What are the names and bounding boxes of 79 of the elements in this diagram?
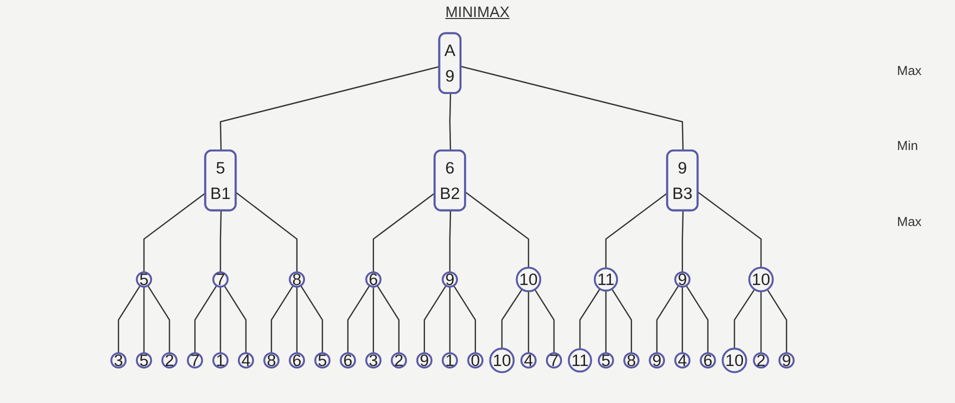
connector bbox=[296, 286, 298, 354]
connector bbox=[734, 288, 756, 349]
connector bbox=[270, 285, 294, 354]
connector bbox=[698, 192, 762, 268]
connector bbox=[147, 285, 170, 354]
connector bbox=[611, 288, 632, 354]
connector bbox=[372, 192, 436, 272]
connector bbox=[376, 285, 400, 354]
node-circle: 0 bbox=[467, 352, 484, 368]
node-circle: 10 bbox=[748, 266, 774, 292]
node-circle: 11 bbox=[594, 267, 618, 292]
connector bbox=[220, 286, 222, 354]
connector bbox=[300, 285, 324, 354]
node-circle: 7 bbox=[186, 352, 204, 368]
connector bbox=[220, 66, 440, 152]
connector bbox=[605, 192, 668, 268]
node-circle: 3 bbox=[365, 352, 382, 368]
node-circle: 5 bbox=[598, 352, 614, 368]
connector bbox=[534, 289, 555, 354]
node-circle: 8 bbox=[263, 352, 280, 368]
node-circle: 9 bbox=[674, 271, 690, 288]
node-circle: 1 bbox=[212, 352, 229, 368]
node-circle: 8 bbox=[288, 271, 306, 288]
connector bbox=[372, 286, 374, 354]
node-circle: 7 bbox=[212, 271, 229, 288]
connector bbox=[449, 286, 450, 354]
node-circle: 2 bbox=[390, 352, 407, 368]
node-circle: 4 bbox=[238, 352, 254, 368]
connector bbox=[686, 285, 709, 354]
connector bbox=[449, 210, 452, 272]
node-circle: 10 bbox=[489, 348, 515, 374]
node-circle: 5 bbox=[314, 352, 331, 368]
node-circle: 10 bbox=[722, 348, 748, 374]
connector bbox=[194, 285, 218, 354]
node-circle: 6 bbox=[700, 352, 716, 368]
connector bbox=[501, 288, 523, 349]
node-circle: 9 bbox=[648, 352, 665, 368]
level-label: Min bbox=[897, 138, 919, 154]
connector bbox=[766, 289, 788, 354]
node-circle: 6 bbox=[365, 271, 382, 288]
connector bbox=[656, 285, 680, 354]
node-circle: 11 bbox=[568, 348, 592, 372]
connector bbox=[118, 285, 141, 354]
connector bbox=[424, 285, 447, 354]
node-circle: 2 bbox=[752, 352, 770, 368]
level-label: Max bbox=[897, 63, 923, 78]
connector bbox=[682, 286, 684, 354]
node-circle: 4 bbox=[520, 352, 537, 368]
node-circle: 7 bbox=[546, 352, 562, 368]
connector bbox=[143, 286, 145, 354]
connector bbox=[220, 210, 222, 272]
connector bbox=[605, 290, 607, 354]
node-circle: 5 bbox=[136, 271, 152, 288]
connector bbox=[682, 210, 684, 272]
node-circle: 9 bbox=[778, 352, 795, 368]
node-circle: 5 bbox=[136, 352, 152, 368]
node-circle: 8 bbox=[623, 352, 640, 368]
connector bbox=[347, 285, 370, 354]
node-circle: 3 bbox=[110, 352, 127, 368]
node-circle: 9 bbox=[416, 352, 432, 368]
connector bbox=[528, 291, 530, 354]
node-circle: 9 bbox=[442, 271, 458, 288]
connector bbox=[449, 94, 452, 152]
connector bbox=[760, 291, 762, 354]
connector bbox=[460, 66, 684, 152]
node-circle: 4 bbox=[674, 352, 690, 368]
connector bbox=[465, 192, 530, 268]
connector bbox=[143, 192, 206, 272]
node-circle: 6 bbox=[288, 352, 306, 368]
level-label: Max bbox=[897, 214, 923, 229]
connector bbox=[224, 285, 247, 354]
connector bbox=[579, 288, 600, 350]
node-circle: 1 bbox=[442, 352, 458, 368]
node-circle: 6 bbox=[340, 352, 356, 368]
node-circle: 2 bbox=[161, 352, 178, 368]
connector bbox=[453, 285, 476, 354]
connector bbox=[236, 192, 298, 272]
node-circle: 10 bbox=[516, 266, 542, 292]
diagram-title: MINIMAX bbox=[445, 4, 510, 21]
